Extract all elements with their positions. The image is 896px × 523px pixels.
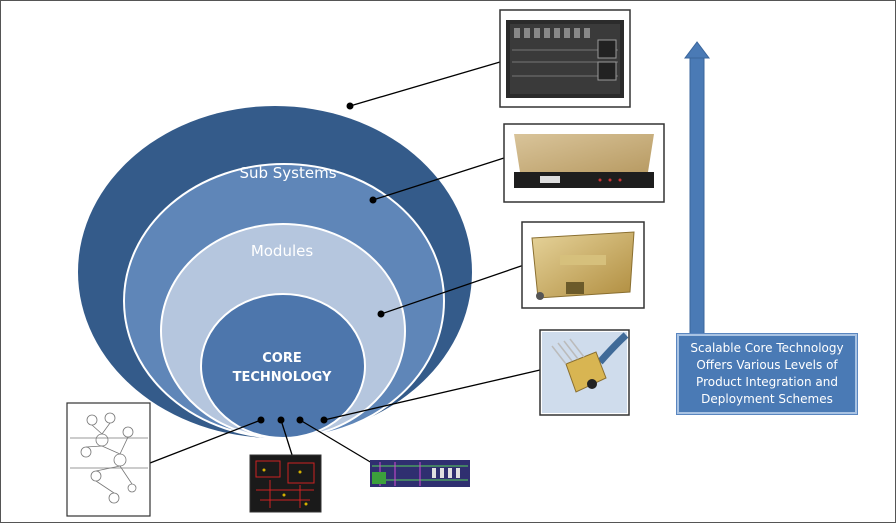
pcb-layout-image bbox=[249, 454, 322, 513]
rack-chassis-photo bbox=[499, 9, 631, 108]
connector-dots bbox=[257, 102, 385, 424]
optical-transmitter-module-photo bbox=[521, 221, 645, 309]
core-technology-circle bbox=[200, 293, 366, 439]
circuit-board-image bbox=[370, 460, 470, 487]
subsystem-enclosure-photo bbox=[503, 123, 665, 203]
scalability-callout-box: Scalable Core Technology Offers Various … bbox=[677, 334, 857, 414]
sub-systems-label: Sub Systems bbox=[239, 164, 336, 182]
core-label-line2: TECHNOLOGY bbox=[233, 370, 332, 385]
schematic-diagram-image bbox=[66, 402, 151, 517]
scalability-arrow bbox=[684, 41, 710, 342]
modules-label: Modules bbox=[251, 242, 314, 260]
laser-diode-component-photo bbox=[539, 329, 630, 416]
systems-label: Systems bbox=[249, 87, 313, 105]
core-label-line1: CORE bbox=[262, 351, 301, 366]
connector-lines bbox=[149, 61, 541, 464]
